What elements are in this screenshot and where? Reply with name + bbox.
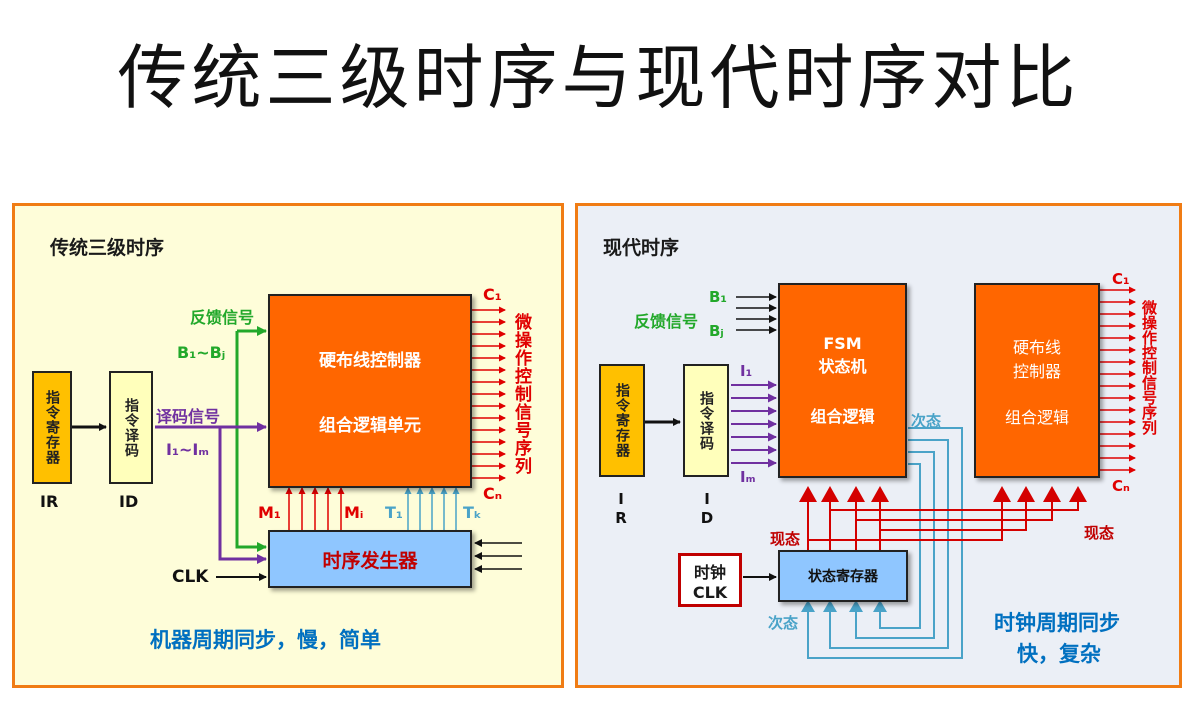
right-state-register: 状态寄存器: [778, 550, 908, 602]
left-i-range-label: I₁~Iₘ: [166, 440, 209, 459]
right-instruction-decoder-box: 指令译码: [683, 364, 729, 477]
left-controller-title: 硬布线控制器: [319, 351, 421, 371]
right-fsm-subtitle: 状态机: [818, 357, 867, 376]
right-id-label: ID: [698, 490, 716, 528]
left-summary: 机器周期同步，慢，简单: [150, 628, 381, 652]
left-instruction-decoder-box: 指令译码: [109, 371, 153, 484]
left-controller-subtitle: 组合逻辑单元: [319, 416, 421, 436]
right-hardwired-controller: 硬布线 控制器 组合逻辑: [974, 283, 1100, 478]
right-fsm-title: FSM: [823, 334, 862, 353]
right-feedback-label: 反馈信号: [634, 312, 699, 331]
right-summary-line1: 时钟周期同步: [994, 611, 1120, 635]
right-state-register-text: 状态寄存器: [808, 569, 878, 585]
right-instruction-register-box: 指令寄存器: [599, 364, 645, 477]
right-fsm-logic: 组合逻辑: [810, 407, 875, 426]
right-im-label: Iₘ: [740, 468, 756, 486]
right-ir-box-text: 指令寄存器: [614, 383, 630, 458]
right-hw-title-2: 控制器: [1012, 361, 1061, 381]
left-b-range-label: B₁~Bⱼ: [177, 343, 226, 362]
right-clock-title: 时钟: [693, 562, 726, 582]
right-id-box-text: 指令译码: [698, 390, 714, 451]
left-decode-label: 译码信号: [156, 407, 221, 426]
traditional-panel-title: 传统三级时序: [50, 237, 165, 259]
right-clock-clk: CLK: [692, 582, 728, 602]
left-id-box-text: 指令译码: [123, 397, 139, 458]
right-fsm-box: FSM 状态机 组合逻辑: [778, 283, 907, 478]
left-feedback-label: 反馈信号: [190, 308, 255, 327]
right-hw-title-1: 硬布线: [1012, 337, 1061, 357]
left-tk-label: Tₖ: [463, 503, 482, 522]
left-ir-label: IR: [40, 492, 59, 511]
right-current-state-left-label: 现态: [770, 530, 801, 548]
left-hardwired-controller: 硬布线控制器 组合逻辑单元: [268, 294, 472, 488]
left-mi-label: Mᵢ: [344, 503, 364, 522]
left-m1-label: M₁: [258, 503, 281, 522]
left-instruction-register-box: 指令寄存器: [32, 371, 72, 484]
right-c1-label: C₁: [1112, 270, 1130, 288]
left-timing-generator: 时序发生器: [268, 530, 472, 588]
left-cn-label: Cₙ: [483, 484, 503, 503]
right-current-state-right-label: 现态: [1084, 524, 1115, 542]
right-i1-label: I₁: [740, 362, 753, 380]
right-hw-logic: 组合逻辑: [1004, 407, 1069, 427]
left-timing-generator-text: 时序发生器: [322, 549, 418, 572]
right-cn-label: Cₙ: [1112, 477, 1130, 495]
left-id-label: ID: [119, 492, 139, 511]
right-b1-label: B₁: [709, 288, 728, 306]
right-bj-label: Bⱼ: [709, 322, 724, 340]
right-clock-box: 时钟 CLK: [678, 553, 742, 607]
right-micro-ops-label: 微操作控制信号序列: [1140, 300, 1158, 435]
page-title: 传统三级时序与现代时序对比: [117, 37, 1080, 119]
left-t1-label: T₁: [385, 503, 403, 522]
right-next-state-top-label: 次态: [911, 412, 942, 430]
modern-panel-title: 现代时序: [603, 237, 680, 259]
right-summary-line2: 快，复杂: [1017, 642, 1101, 666]
right-ir-label: IR: [612, 490, 630, 528]
left-ir-box-text: 指令寄存器: [44, 390, 60, 465]
left-micro-ops-label: 微操作控制信号序列: [511, 313, 531, 475]
right-next-state-bottom-label: 次态: [768, 614, 799, 632]
left-clk-label: CLK: [172, 567, 209, 587]
left-c1-label: C₁: [483, 285, 502, 304]
